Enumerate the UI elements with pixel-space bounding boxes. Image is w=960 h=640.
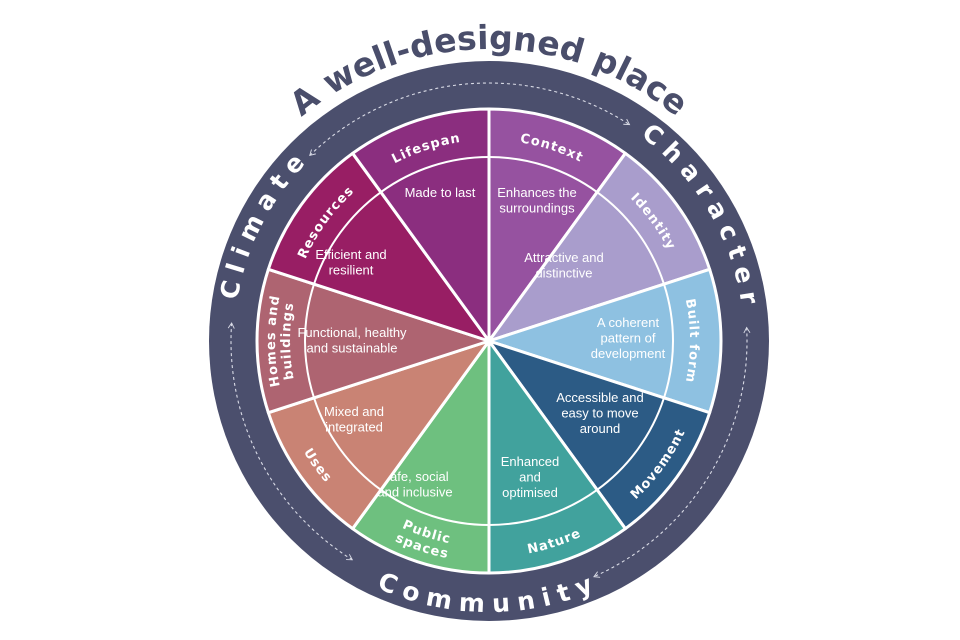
segment-description: A coherent	[597, 315, 660, 330]
segment-description: around	[580, 421, 620, 436]
segment-description: pattern of	[601, 331, 656, 346]
segment-wedge	[351, 107, 491, 343]
arrow-character-community	[593, 326, 751, 578]
segment-wedge	[255, 267, 491, 415]
segment-description: Attractive and	[524, 250, 604, 265]
segment-description: Efficient and	[315, 247, 386, 262]
segment-wedge	[266, 151, 491, 343]
inner-divider-arc	[596, 191, 665, 285]
inner-divider-arc	[488, 489, 598, 526]
segment-description: resilient	[329, 263, 374, 278]
inner-divider-arc	[380, 156, 490, 193]
segment-label: Built form	[682, 298, 701, 385]
segment-description: easy to move	[561, 406, 638, 421]
segment-description: Safe, social	[381, 469, 448, 484]
segment-wedge	[266, 339, 491, 531]
segment-description: Accessible and	[556, 390, 643, 405]
inner-divider-arc	[488, 156, 598, 193]
segment-wedge	[487, 339, 712, 531]
segment-description: and sustainable	[306, 341, 397, 356]
segment-wedge	[487, 267, 723, 415]
arrow-climate-community	[227, 322, 354, 561]
segment-wedge	[487, 107, 627, 343]
segment-description: Functional, healthy	[297, 325, 407, 340]
segment-description: integrated	[325, 420, 383, 435]
segment-description: and	[519, 470, 541, 485]
segment-description: optimised	[502, 485, 558, 500]
segment-description: Enhanced	[501, 454, 560, 469]
segment-wedge	[487, 151, 712, 343]
segment-description: surroundings	[499, 201, 575, 216]
inner-divider-arc	[313, 191, 382, 285]
segment-label: Homes and	[264, 294, 284, 388]
inner-divider-arc	[304, 283, 315, 399]
segment-description: development	[591, 346, 666, 361]
segment-wedge	[487, 339, 627, 575]
arrow-climate-character	[309, 82, 631, 157]
segment-description: Enhances the	[497, 185, 577, 200]
segment-description: Mixed and	[324, 404, 384, 419]
segment-wedge	[351, 339, 491, 575]
inner-divider-arc	[663, 283, 674, 399]
segment-description: Made to last	[405, 185, 476, 200]
segment-description: distinctive	[535, 266, 592, 281]
inner-divider-arc	[380, 489, 490, 526]
inner-divider-arc	[313, 397, 382, 491]
inner-divider-arc	[596, 397, 665, 491]
segment-description: and inclusive	[377, 485, 452, 500]
